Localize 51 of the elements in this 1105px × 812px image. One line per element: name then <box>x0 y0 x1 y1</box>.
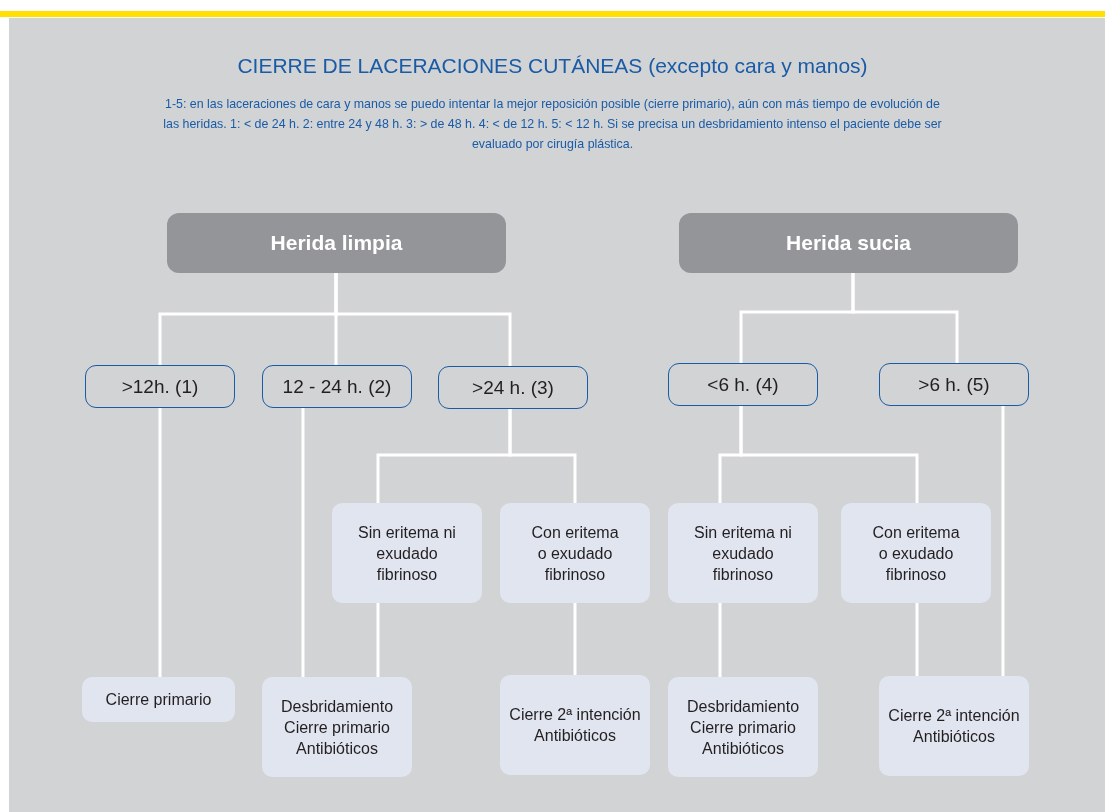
treatment-box <box>879 676 1029 776</box>
box-text: Cierre primario <box>690 717 796 738</box>
box-text: Cierre 2ª intención <box>888 706 1020 726</box>
box-text: Desbridamiento <box>280 696 394 717</box>
box-text: Cierre 2ª intención <box>509 705 641 725</box>
connector-line <box>508 409 577 503</box>
title: CIERRE DE LACERACIONES CUTÁNEAS (excepto cara y manos) <box>236 54 869 78</box>
connector-line <box>739 406 919 503</box>
connector-line <box>376 603 380 677</box>
box-text: Antibióticos <box>296 738 378 759</box>
box-text: Con eritema o exudado fibrinoso <box>530 522 620 585</box>
connector-line <box>573 603 577 675</box>
time-box <box>85 365 235 408</box>
box-text: Herida limpia <box>270 231 403 255</box>
treatment-box <box>262 677 412 777</box>
category-box <box>167 213 506 273</box>
condition-box <box>841 503 991 603</box>
box-text: >6 h. (5) <box>918 373 990 396</box>
caption-note: 1-5: en las laceraciones de cara y manos se puedo intentar la mejor reposición posible (cierre primario), aún con más tiempo de evolución de las heridas. 1: < de 24 h. 2: entre 24 y 48 h. 3: > de 48 h. 4: < de 12 h. 5: < 12 h. Si se precisa un desbridamiento intenso el paciente debe ser evaluado por cirugía plástica. <box>162 96 943 153</box>
treatment-box <box>500 675 650 775</box>
box-text: Sin eritema ni exudado fibrinoso <box>357 522 457 585</box>
box-text: Cierre primario <box>105 690 212 710</box>
condition-box <box>332 503 482 603</box>
connector-line <box>301 408 305 677</box>
connector-line <box>334 273 512 366</box>
time-box <box>879 363 1029 406</box>
box-text: Antibióticos <box>702 738 784 759</box>
box-text: Desbridamiento <box>686 696 800 717</box>
connector-line <box>1001 406 1005 676</box>
box-text: Cierre primario <box>284 717 390 738</box>
connector-line <box>718 603 722 677</box>
connector-line <box>158 408 162 677</box>
box-text: Antibióticos <box>534 726 616 746</box>
time-box <box>668 363 818 406</box>
condition-box <box>668 503 818 603</box>
box-text: <6 h. (4) <box>707 373 779 396</box>
category-box <box>679 213 1018 273</box>
treatment-box <box>668 677 818 777</box>
box-text: 12 - 24 h. (2) <box>282 375 392 398</box>
box-text: Herida sucia <box>786 231 911 255</box>
condition-box <box>500 503 650 603</box>
box-text: >12h. (1) <box>121 375 199 398</box>
treatment-box <box>82 677 235 722</box>
connector-line <box>851 273 959 363</box>
box-text: Con eritema o exudado fibrinoso <box>871 522 961 585</box>
time-box <box>262 365 412 408</box>
box-text: Antibióticos <box>913 727 995 747</box>
box-text: >24 h. (3) <box>472 376 554 399</box>
connector-line <box>915 603 919 676</box>
time-box <box>438 366 588 409</box>
box-text: Sin eritema ni exudado fibrinoso <box>693 522 793 585</box>
